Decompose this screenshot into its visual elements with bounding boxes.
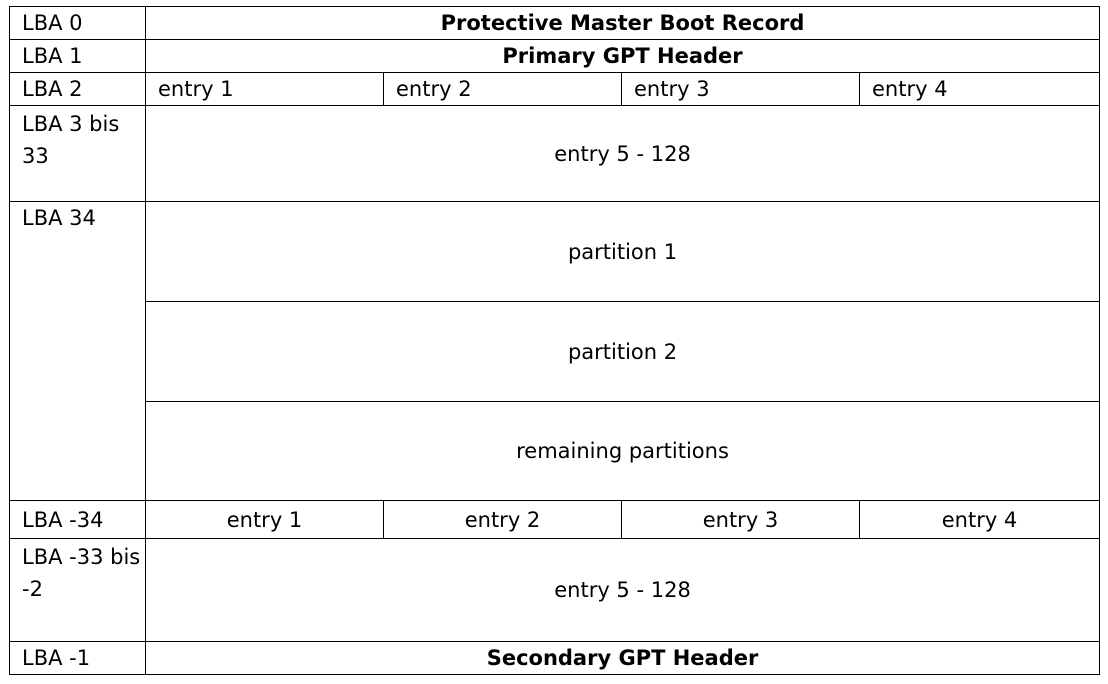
entry-cell: entry 1: [145, 72, 384, 106]
row-lba-minus-33-minus-2: LBA -33 bis -2 entry 5 - 128: [9, 538, 1101, 642]
row-lba-minus-34: LBA -34 entry 1 entry 2 entry 3 entry 4: [9, 500, 1101, 539]
secondary-gpt-header-cell: Secondary GPT Header: [144, 641, 1101, 675]
protective-mbr-cell: Protective Master Boot Record: [144, 6, 1101, 40]
row-lba-2: LBA 2 entry 1 entry 2 entry 3 entry 4: [9, 72, 1101, 106]
row-lba-3-33: LBA 3 bis 33 entry 5 - 128: [9, 105, 1101, 202]
entry-cell: entry 4: [858, 500, 1101, 539]
entry-cell: entry 4: [858, 72, 1101, 106]
row-partition-2: partition 2: [10, 301, 1101, 402]
entry-cell: entry 1: [145, 500, 384, 539]
lba-label: LBA 0: [9, 6, 146, 40]
lba-label: LBA 2: [9, 72, 146, 106]
lba-label: LBA -33 bis -2: [9, 538, 146, 642]
row-lba-34-partition-1: LBA 34 partition 1: [9, 201, 1101, 501]
entry-cell: entry 2: [383, 72, 622, 106]
remaining-partitions-cell: remaining partitions: [144, 401, 1101, 501]
gpt-layout-table: LBA 0 Protective Master Boot Record LBA …: [9, 6, 1101, 675]
entry-cell: entry 3: [621, 72, 860, 106]
lba-label: LBA 3 bis 33: [9, 105, 146, 202]
lba-label: LBA -34: [9, 500, 146, 539]
entry-cell: entry 2: [383, 500, 622, 539]
lba-label: LBA -1: [9, 641, 146, 675]
row-lba-minus-1: LBA -1 Secondary GPT Header: [9, 641, 1101, 675]
backup-entries-5-128-cell: entry 5 - 128: [144, 538, 1101, 642]
partition-1-cell: partition 1: [144, 201, 1101, 302]
lba-label: LBA 34: [9, 201, 146, 501]
entry-cell: entry 3: [621, 500, 860, 539]
row-remaining-partitions: remaining partitions: [10, 401, 1101, 501]
entries-5-128-cell: entry 5 - 128: [144, 105, 1101, 202]
row-lba-1: LBA 1 Primary GPT Header: [9, 39, 1101, 73]
partition-2-cell: partition 2: [144, 301, 1101, 402]
primary-gpt-header-cell: Primary GPT Header: [144, 39, 1101, 73]
row-lba-0: LBA 0 Protective Master Boot Record: [9, 6, 1101, 40]
lba-label: LBA 1: [9, 39, 146, 73]
